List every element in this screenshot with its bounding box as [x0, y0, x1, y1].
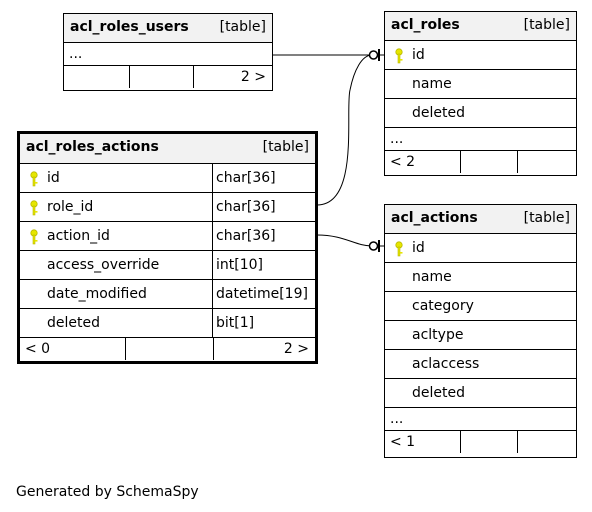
- column-row: aclaccess: [385, 350, 576, 379]
- column-name: access_override: [47, 257, 160, 273]
- table-kind: [table]: [523, 210, 570, 226]
- table-kind: [table]: [262, 139, 309, 155]
- table-acl-roles-users[interactable]: acl_roles_users [table] ... 2 >: [63, 13, 273, 91]
- column-name: category: [412, 298, 474, 314]
- table-kind: [table]: [219, 19, 266, 35]
- column-row: action_id char[36]: [20, 222, 315, 251]
- footer-left: < 2: [390, 154, 416, 170]
- footer-right: 2 >: [240, 69, 266, 85]
- rel-roles-actions-to-roles: [316, 54, 373, 206]
- column-row: name: [385, 70, 576, 99]
- table-name: acl_roles: [391, 17, 460, 33]
- footer-right: 2 >: [283, 341, 309, 357]
- column-row: deleted: [385, 379, 576, 408]
- table-name: acl_actions: [391, 210, 478, 226]
- column-name: deleted: [412, 385, 465, 401]
- key-icon: [30, 229, 38, 245]
- column-name: deleted: [412, 105, 465, 121]
- table-footer: < 0 2 >: [20, 338, 315, 360]
- footer-left: < 1: [390, 434, 416, 450]
- column-name: acltype: [412, 327, 464, 343]
- zero-marker: [368, 50, 379, 60]
- column-row: category: [385, 292, 576, 321]
- column-name: date_modified: [47, 286, 147, 302]
- column-row: deleted: [385, 99, 576, 128]
- column-name: id: [47, 170, 60, 186]
- column-name: id: [412, 240, 425, 256]
- table-footer: 2 >: [64, 66, 272, 88]
- column-type: char[36]: [212, 164, 276, 192]
- zero-marker: [368, 241, 379, 251]
- column-row: name: [385, 263, 576, 292]
- table-acl-roles[interactable]: acl_roles [table] id name deleted ... < …: [384, 11, 577, 176]
- column-type: char[36]: [212, 193, 276, 221]
- ellipsis-row: ...: [385, 128, 576, 151]
- key-icon: [395, 48, 403, 64]
- column-name: deleted: [47, 315, 100, 331]
- ellipsis-row: ...: [385, 408, 576, 431]
- generated-by-credit: Generated by SchemaSpy: [16, 484, 199, 500]
- column-type: int[10]: [212, 251, 263, 279]
- column-name: id: [412, 47, 425, 63]
- column-row: role_id char[36]: [20, 193, 315, 222]
- rel-roles-actions-to-actions: [316, 234, 373, 247]
- column-name: action_id: [47, 228, 110, 244]
- key-icon: [395, 241, 403, 257]
- column-row: deleted bit[1]: [20, 309, 315, 338]
- key-icon: [30, 171, 38, 187]
- key-icon: [30, 200, 38, 216]
- column-row: date_modified datetime[19]: [20, 280, 315, 309]
- column-name: name: [412, 76, 452, 92]
- column-row: id: [385, 41, 576, 70]
- ellipsis-row: ...: [64, 43, 272, 66]
- table-footer: < 1: [385, 431, 576, 453]
- column-type: bit[1]: [212, 309, 254, 337]
- table-kind: [table]: [523, 17, 570, 33]
- table-footer: < 2: [385, 151, 576, 173]
- column-type: char[36]: [212, 222, 276, 250]
- table-name: acl_roles_users: [70, 19, 189, 35]
- column-name: aclaccess: [412, 356, 480, 372]
- column-row: access_override int[10]: [20, 251, 315, 280]
- column-type: datetime[19]: [212, 280, 308, 308]
- column-name: name: [412, 269, 452, 285]
- table-acl-roles-actions[interactable]: acl_roles_actions [table] id char[36] ro…: [17, 131, 318, 364]
- column-row: id: [385, 234, 576, 263]
- column-row: acltype: [385, 321, 576, 350]
- table-name: acl_roles_actions: [26, 139, 159, 155]
- footer-left: < 0: [25, 341, 51, 357]
- column-name: role_id: [47, 199, 94, 215]
- table-acl-actions[interactable]: acl_actions [table] id name category acl…: [384, 204, 577, 458]
- column-row: id char[36]: [20, 164, 315, 193]
